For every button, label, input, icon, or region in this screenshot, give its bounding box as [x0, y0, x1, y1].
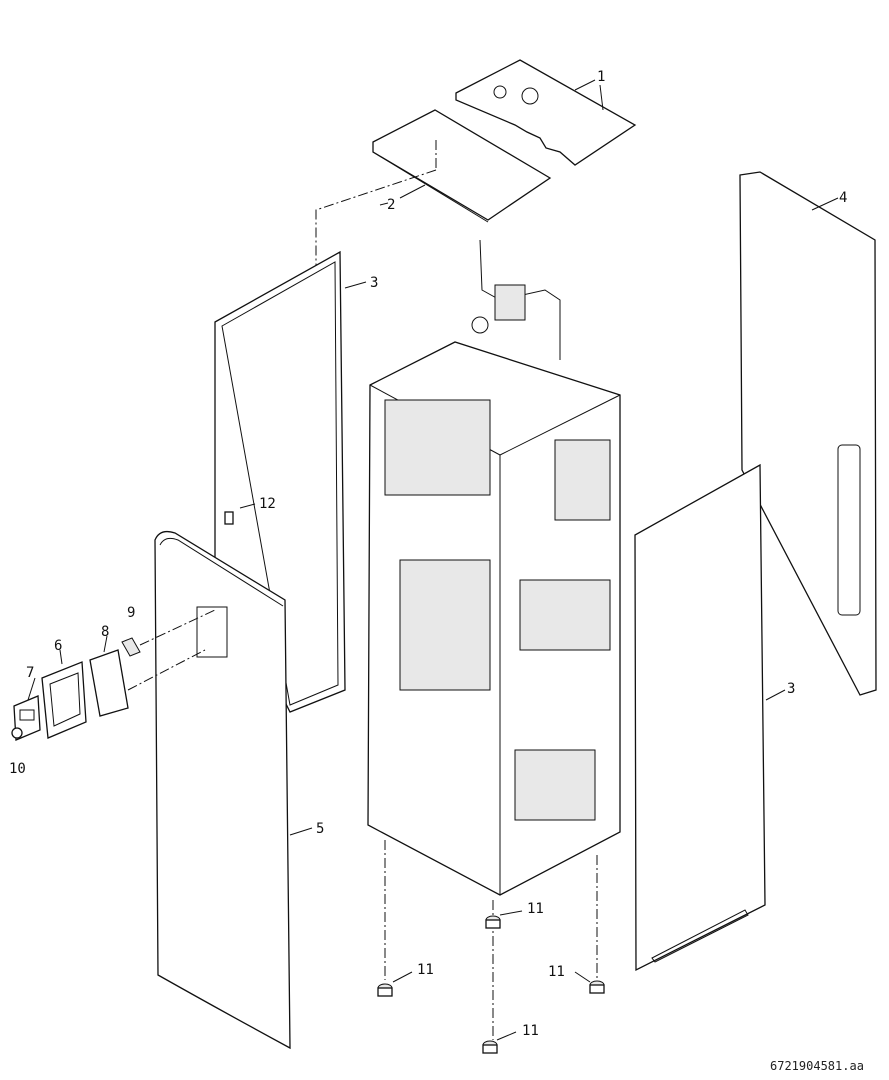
label-part-11-c: 11: [548, 964, 565, 980]
label-part-7: 7: [26, 665, 34, 681]
part-2-top-plate: [372, 109, 552, 223]
part-8-bracket: [89, 649, 129, 717]
part-12-screw: [224, 511, 234, 525]
label-part-2: 2: [387, 197, 395, 213]
part-1-top-cover: [455, 59, 637, 166]
part-4-back-panel: [739, 171, 877, 696]
label-part-8: 8: [101, 624, 109, 640]
label-part-1: 1: [597, 69, 605, 85]
label-part-6: 6: [54, 638, 62, 654]
feet: [377, 840, 605, 1054]
label-part-11-a: 11: [527, 901, 544, 917]
part-10-knob: [11, 727, 23, 739]
part-3-side-panel-right: [634, 463, 786, 972]
label-part-11-d: 11: [522, 1023, 539, 1039]
label-part-10: 10: [9, 761, 26, 777]
label-part-3-right: 3: [787, 681, 795, 697]
part-5-front-panel: [154, 530, 313, 1050]
part-9-connector: [121, 637, 141, 657]
label-part-4: 4: [839, 190, 847, 206]
part-6-frame: [41, 661, 87, 739]
label-part-5: 5: [316, 821, 324, 837]
main-unit-frame: [367, 239, 621, 896]
label-part-12: 12: [259, 496, 276, 512]
document-code: 6721904581.aa: [770, 1059, 864, 1073]
label-part-9: 9: [127, 605, 135, 621]
label-part-3-left: 3: [370, 275, 378, 291]
label-part-11-b: 11: [417, 962, 434, 978]
